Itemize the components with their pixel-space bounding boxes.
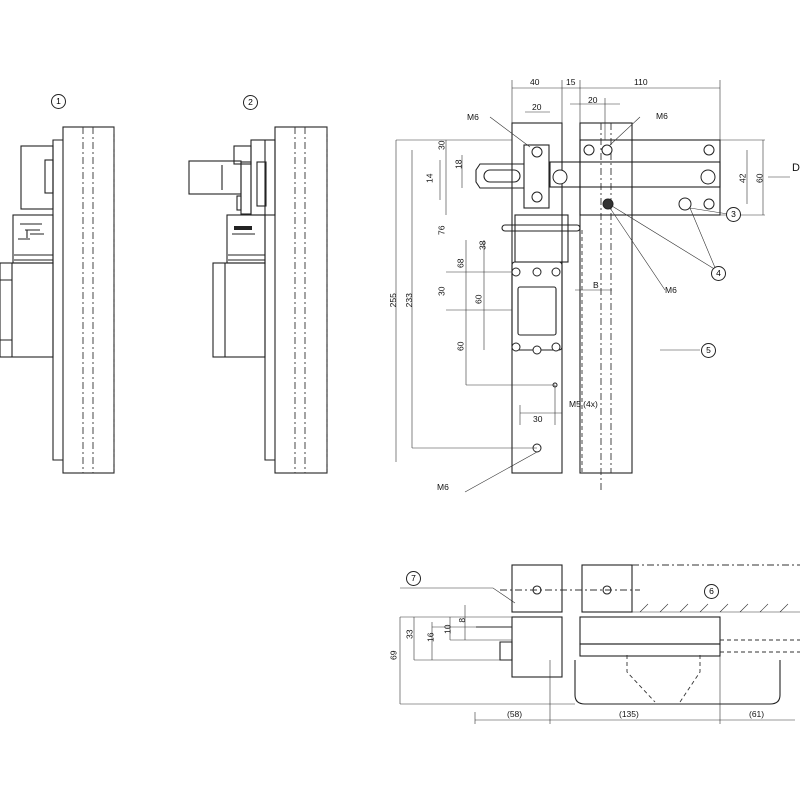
callout-4: 4 xyxy=(711,266,726,281)
bottom-view xyxy=(399,564,800,724)
dim-30-bottom: 30 xyxy=(533,414,543,424)
screw-label-m6-1: M6 xyxy=(467,112,479,122)
side-view-2 xyxy=(188,126,328,474)
dim-20-left: 20 xyxy=(532,102,542,112)
dim-40: 40 xyxy=(530,77,540,87)
callout-7: 7 xyxy=(406,571,421,586)
dim-33: 33 xyxy=(404,629,415,639)
dim-255: 255 xyxy=(387,293,398,308)
dim-60a: 60 xyxy=(473,294,484,304)
dim-58: (58) xyxy=(507,709,523,719)
dim-61: (61) xyxy=(749,709,765,719)
front-view xyxy=(395,80,790,493)
dim-10: 10 xyxy=(442,624,453,634)
screw-label-m6-4: M6 xyxy=(437,482,449,492)
callout-2: 2 xyxy=(243,95,258,110)
callout-3: 3 xyxy=(726,207,741,222)
callout-1: 1 xyxy=(51,94,66,109)
dim-69: 69 xyxy=(388,650,399,660)
dim-60-right: 60 xyxy=(754,173,765,183)
dim-42: 42 xyxy=(737,173,748,183)
view-label-d: D xyxy=(792,162,800,174)
dim-16: 16 xyxy=(425,632,436,642)
callout-5: 5 xyxy=(701,343,716,358)
view-label-b: B xyxy=(593,280,599,290)
callout-6: 6 xyxy=(704,584,719,599)
dim-20-right: 20 xyxy=(588,95,598,105)
dim-30: 30 xyxy=(436,140,447,150)
dim-8: 8 xyxy=(457,617,468,623)
side-view-1 xyxy=(0,126,115,474)
dim-135: (135) xyxy=(619,709,639,719)
dim-68: 68 xyxy=(455,258,466,268)
dim-76: 76 xyxy=(436,225,447,235)
dim-18: 18 xyxy=(453,159,464,169)
dim-15: 15 xyxy=(566,77,576,87)
screw-label-m6-3: M6 xyxy=(665,285,677,295)
dim-110: 110 xyxy=(634,77,648,87)
dim-30b: 30 xyxy=(436,286,447,296)
screw-label-m6-2: M6 xyxy=(656,111,668,121)
dim-38: 38 xyxy=(477,240,488,250)
thread-label: M5 (4x) xyxy=(569,399,598,409)
dim-14: 14 xyxy=(424,173,435,183)
dim-60b: 60 xyxy=(455,341,466,351)
dim-233: 233 xyxy=(403,293,414,308)
